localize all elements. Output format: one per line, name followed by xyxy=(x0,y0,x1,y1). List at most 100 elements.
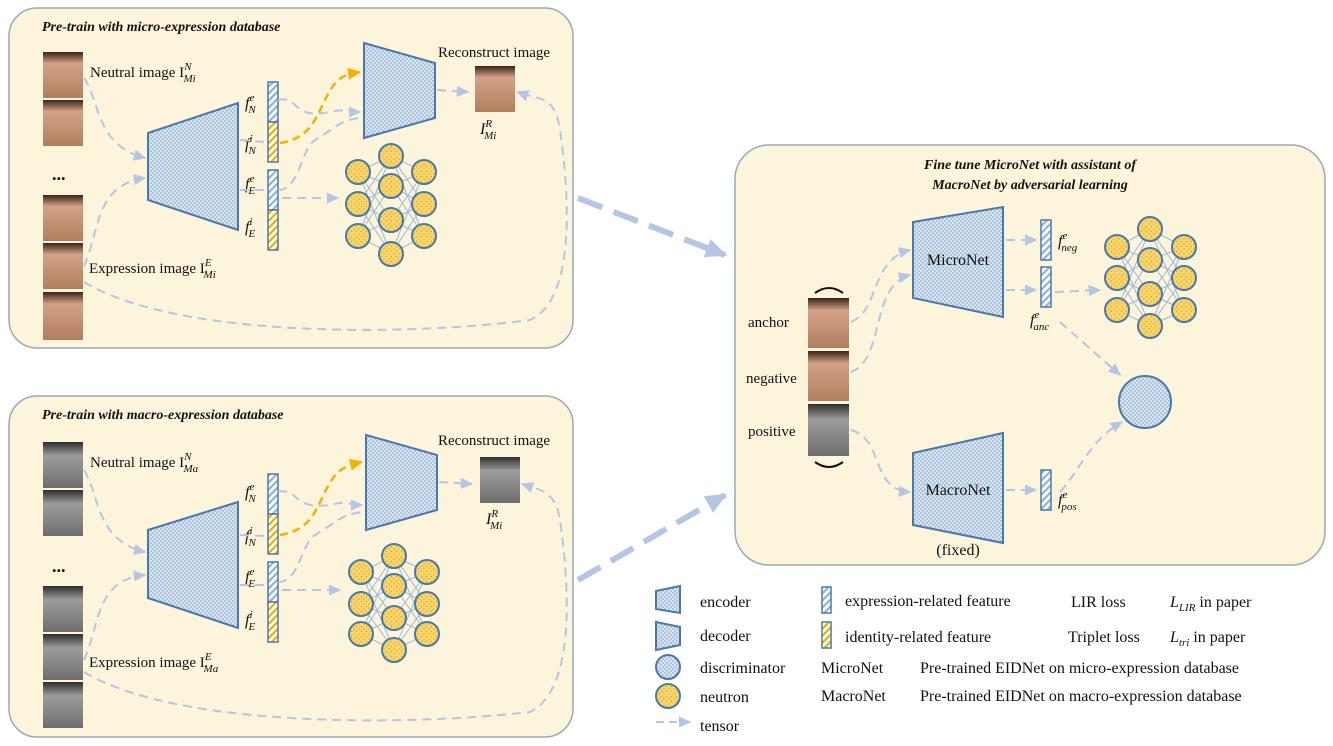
neutron xyxy=(1171,265,1197,291)
legend-decoder-label: decoder xyxy=(700,628,751,645)
legend-tensor-label: tensor xyxy=(700,718,740,735)
neutron xyxy=(411,191,437,217)
micro-identity-arrow xyxy=(279,67,362,145)
micro-face-images xyxy=(43,52,515,340)
macro-feature-bar-expression xyxy=(267,561,279,603)
neutron xyxy=(1137,247,1163,273)
neutron xyxy=(1171,234,1197,260)
micro-decoder xyxy=(363,41,436,140)
face-image xyxy=(43,586,83,632)
neutron xyxy=(348,591,374,617)
macronet-encoder xyxy=(912,431,1004,545)
neutron xyxy=(411,223,437,249)
face-image xyxy=(43,634,83,680)
legend-neutron-icon xyxy=(655,683,681,709)
legend-discriminator-label: discriminator xyxy=(700,660,786,677)
neutron xyxy=(1104,234,1130,260)
reconstructed-face-image xyxy=(480,457,520,503)
anchor-label: anchor xyxy=(748,315,789,331)
micro-feature-bar-identity xyxy=(267,121,279,163)
macro-encoder xyxy=(147,500,239,630)
pos-feature-bar xyxy=(1040,469,1052,511)
neutron xyxy=(381,573,407,599)
macro-feature-bar-identity xyxy=(267,513,279,555)
triplet-open-bracket xyxy=(814,287,844,294)
neutron xyxy=(1137,313,1163,339)
neutron xyxy=(378,241,404,267)
macro-decoder xyxy=(365,433,438,532)
neutron xyxy=(1104,265,1130,291)
macro-ellipsis: ... xyxy=(52,556,66,576)
anc-feature-bar xyxy=(1040,266,1052,308)
macro-neutron-network xyxy=(348,543,440,663)
macro-feature-bar-identity xyxy=(267,601,279,643)
macro-reconstruct-label: Reconstruct image xyxy=(438,433,550,449)
face-image xyxy=(43,243,83,289)
neutron xyxy=(381,605,407,631)
legend-expression-feature-label: expression-related feature xyxy=(845,593,1011,610)
micro-encoder xyxy=(147,101,239,232)
legend-identity-feature-icon xyxy=(821,621,832,649)
finetune-title-line2: MacroNet by adversarial learning xyxy=(931,178,1128,193)
neutron xyxy=(345,159,371,185)
negative-face-image xyxy=(808,351,849,401)
micro-feature-bar-expression xyxy=(267,81,279,123)
panel-connectors xyxy=(576,195,728,583)
legend-encoder-icon xyxy=(655,584,681,615)
micro-neutron-network xyxy=(345,143,437,267)
neutron xyxy=(348,621,374,647)
neutron xyxy=(1137,281,1163,307)
legend-triplet-symbol: Ltri in paper xyxy=(1169,629,1246,649)
face-image xyxy=(43,292,83,340)
face-image xyxy=(43,100,83,146)
finetune-title-line1: Fine tune MicroNet with assistant of xyxy=(923,158,1137,173)
discriminator xyxy=(1118,375,1172,429)
neutron xyxy=(381,543,407,569)
legend: encoder decoder discriminator neutron te… xyxy=(655,584,1252,735)
legend-lir-loss: LIR loss xyxy=(1071,594,1126,611)
legend-identity-feature-label: identity-related feature xyxy=(845,629,991,646)
face-image xyxy=(43,442,83,488)
legend-encoder-label: encoder xyxy=(700,594,751,611)
neutron xyxy=(411,159,437,185)
neutron xyxy=(1137,216,1163,242)
legend-neutron-label: neutron xyxy=(700,689,749,706)
triplet-face-images xyxy=(808,298,849,456)
neutron xyxy=(414,591,440,617)
neutron xyxy=(381,637,407,663)
micro-panel-title: Pre-train with micro-expression database xyxy=(42,20,280,35)
finetune-tensor-arrows xyxy=(850,234,1124,498)
macro-panel-title: Pre-train with macro-expression database xyxy=(42,408,284,423)
neutron xyxy=(1104,297,1130,323)
micronet-encoder xyxy=(912,205,1004,319)
micro-feature-bar-identity xyxy=(267,209,279,251)
neutron xyxy=(378,143,404,169)
neutron xyxy=(1171,297,1197,323)
face-image xyxy=(43,195,83,241)
face-image xyxy=(43,682,83,728)
legend-micronet-name: MicroNet xyxy=(821,660,884,677)
face-image xyxy=(43,490,83,536)
neutron xyxy=(378,207,404,233)
negative-label: negative xyxy=(746,371,797,387)
fixed-label: (fixed) xyxy=(936,542,980,559)
macro-feature-bar-expression xyxy=(267,473,279,515)
legend-discriminator-icon xyxy=(655,654,681,680)
neutron xyxy=(345,191,371,217)
micronet-label: MicroNet xyxy=(927,252,990,269)
finetune-neutron-network xyxy=(1104,216,1197,339)
